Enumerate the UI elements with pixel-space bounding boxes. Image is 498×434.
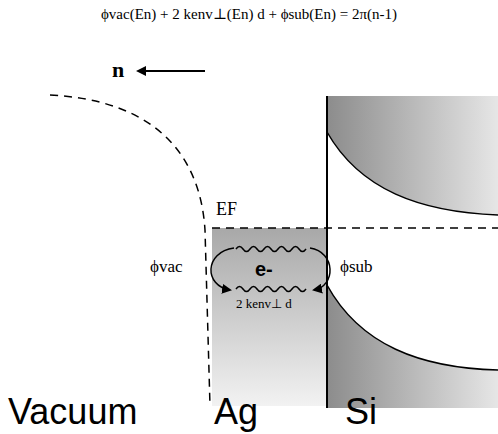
fermi-level (212, 227, 498, 229)
fermi-label: EF (216, 200, 237, 220)
substrate-reflection-arrow (310, 248, 330, 290)
si-conduction-band (327, 96, 498, 215)
path-label: 2 kenv⊥ d (236, 297, 292, 311)
wave (236, 287, 306, 292)
wave (236, 247, 306, 252)
region-label: Si (345, 392, 377, 432)
region-label: Ag (214, 392, 258, 432)
phase-label: ϕsub (340, 258, 373, 277)
electron-label: e- (255, 258, 273, 280)
interface-line (326, 96, 328, 408)
vacuum-potential (50, 95, 210, 406)
direction-label: n (112, 58, 124, 82)
si-valence-band (327, 285, 498, 408)
ag-region (212, 228, 326, 406)
equation: ϕvac(En) + 2 kenv⊥(En) d + ϕsub(En) = 2π… (101, 6, 397, 23)
direction-arrow (138, 70, 205, 72)
region-label: Vacuum (8, 392, 137, 432)
vacuum-reflection-arrow (211, 248, 234, 290)
phase-label: ϕvac (150, 258, 183, 277)
